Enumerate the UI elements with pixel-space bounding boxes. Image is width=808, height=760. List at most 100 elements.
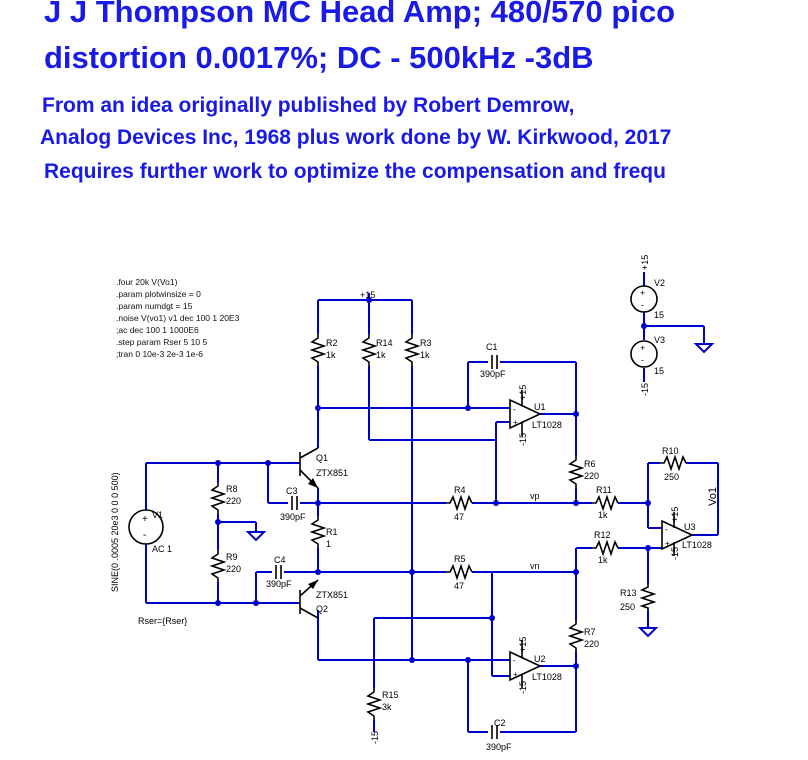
svg-text:390pF: 390pF: [486, 742, 512, 752]
svg-text:+15: +15: [518, 637, 528, 652]
svg-text:+: +: [513, 670, 518, 679]
svg-text:1: 1: [326, 539, 331, 549]
resistor-r12[interactable]: R12 1k: [592, 530, 619, 565]
directive-step: .step param Rser 5 10 5: [116, 337, 207, 347]
source-v1[interactable]: + - V1 AC 1 SINE(0 .0005 20e3 0 0 0 500)…: [110, 472, 187, 626]
svg-text:390pF: 390pF: [480, 369, 506, 379]
net-labels: +15 +15 -15 -15 vp vn Vo1: [360, 255, 719, 744]
svg-text:+: +: [665, 539, 670, 548]
svg-text:Q2: Q2: [316, 604, 328, 614]
svg-text:R1: R1: [326, 527, 338, 537]
wires: [145, 272, 719, 733]
svg-text:V3: V3: [654, 335, 665, 345]
capacitor-c3[interactable]: C3 390pF: [280, 486, 306, 522]
directive-ac: ;ac dec 100 1 1000E6: [116, 325, 199, 335]
svg-text:47: 47: [454, 512, 464, 522]
svg-text:+15: +15: [670, 507, 680, 522]
svg-text:220: 220: [584, 471, 599, 481]
resistor-r10[interactable]: R10 250: [660, 446, 687, 482]
svg-text:ZTX851: ZTX851: [316, 468, 348, 478]
svg-text:220: 220: [226, 564, 241, 574]
net-label-r15-neg: -15: [370, 731, 380, 744]
svg-text:-: -: [641, 300, 644, 310]
svg-text:3k: 3k: [382, 702, 392, 712]
svg-text:U1: U1: [534, 402, 546, 412]
svg-text:AC 1: AC 1: [152, 544, 172, 554]
svg-text:-: -: [513, 405, 516, 414]
svg-text:250: 250: [664, 472, 679, 482]
source-v2[interactable]: + - V2 15: [630, 278, 665, 320]
resistor-r1[interactable]: R1 1: [309, 516, 338, 549]
svg-text:15: 15: [654, 310, 664, 320]
resistor-r4[interactable]: R4 47: [446, 485, 473, 522]
resistor-r9[interactable]: R9 220: [209, 550, 241, 582]
transistor-q2[interactable]: ZTX851 Q2: [299, 579, 348, 619]
net-label-vo1: Vo1: [707, 487, 719, 506]
svg-text:+: +: [640, 288, 645, 298]
subtitle-line-3: Requires further work to optimize the co…: [44, 160, 666, 183]
capacitor-c2[interactable]: C2 390pF: [486, 718, 512, 752]
svg-text:U3: U3: [684, 522, 696, 532]
svg-text:U2: U2: [534, 654, 546, 664]
svg-text:-15: -15: [670, 547, 680, 560]
opamp-u2[interactable]: - + +15 -15 U2 LT1028: [509, 637, 562, 694]
directive-plotwinsize: .param plotwinsize = 0: [116, 289, 201, 299]
resistor-r7[interactable]: R7 220: [567, 620, 599, 652]
svg-text:220: 220: [226, 496, 241, 506]
directive-four: .four 20k V(Vo1): [116, 277, 178, 287]
svg-text:250: 250: [620, 602, 635, 612]
subtitle-line-1: From an idea originally published by Rob…: [42, 94, 575, 117]
resistor-r13[interactable]: R13 250: [620, 584, 657, 612]
resistor-r3[interactable]: R3 1k: [403, 334, 432, 366]
svg-text:-: -: [641, 355, 644, 365]
source-v3[interactable]: + - V3 15: [630, 335, 665, 376]
directive-noise: .noise V(vo1) v1 dec 100 1 20E3: [116, 313, 240, 323]
resistor-r5[interactable]: R5 47: [446, 554, 473, 591]
svg-text:Rser={Rser}: Rser={Rser}: [138, 616, 187, 626]
svg-text:1k: 1k: [326, 350, 336, 360]
resistor-r6[interactable]: R6 220: [567, 456, 599, 488]
svg-text:C1: C1: [486, 342, 498, 352]
svg-text:-15: -15: [518, 433, 528, 446]
svg-text:-: -: [513, 656, 516, 665]
svg-text:R3: R3: [420, 338, 432, 348]
svg-text:R6: R6: [584, 459, 596, 469]
svg-text:R11: R11: [596, 485, 612, 495]
svg-text:Q1: Q1: [316, 453, 328, 463]
resistor-r2[interactable]: R2 1k: [309, 334, 338, 366]
resistor-r14[interactable]: R14 1k: [360, 334, 393, 366]
svg-text:R8: R8: [226, 484, 238, 494]
svg-text:+: +: [142, 514, 148, 525]
resistor-r15[interactable]: R15 3k: [365, 688, 399, 720]
resistor-r11[interactable]: R11 1k: [592, 485, 619, 520]
svg-text:+15: +15: [518, 385, 528, 400]
capacitor-c1[interactable]: C1 390pF: [480, 342, 506, 379]
svg-text:-: -: [143, 530, 146, 541]
svg-text:R7: R7: [584, 627, 596, 637]
capacitor-c4[interactable]: C4 390pF: [266, 555, 292, 589]
svg-text:220: 220: [584, 639, 599, 649]
title-line-1: J J Thompson MC Head Amp; 480/570 pico: [44, 0, 676, 29]
svg-text:-15: -15: [518, 681, 528, 694]
svg-text:R15: R15: [382, 690, 399, 700]
svg-text:15: 15: [654, 366, 664, 376]
transistor-q1[interactable]: Q1 ZTX851: [299, 447, 348, 489]
junction-dots: [215, 297, 651, 669]
opamp-u1[interactable]: - + +15 -15 U1 LT1028: [509, 385, 562, 446]
svg-text:R9: R9: [226, 552, 238, 562]
net-label-pos-top: +15: [360, 290, 375, 300]
svg-text:1k: 1k: [420, 350, 430, 360]
svg-text:47: 47: [454, 581, 464, 591]
svg-text:1k: 1k: [376, 350, 386, 360]
svg-text:390pF: 390pF: [280, 512, 306, 522]
opamp-u3[interactable]: - + +15 -15 U3 LT1028: [661, 507, 712, 560]
directive-tran: ;tran 0 10e-3 2e-3 1e-6: [116, 349, 203, 359]
svg-text:LT1028: LT1028: [532, 420, 562, 430]
svg-text:C4: C4: [274, 555, 286, 565]
svg-text:V2: V2: [654, 278, 665, 288]
resistor-r8[interactable]: R8 220: [209, 482, 241, 514]
title-line-2: distortion 0.0017%; DC - 500kHz -3dB: [44, 40, 594, 75]
net-label-vp: vp: [530, 491, 540, 501]
svg-text:C2: C2: [494, 718, 506, 728]
